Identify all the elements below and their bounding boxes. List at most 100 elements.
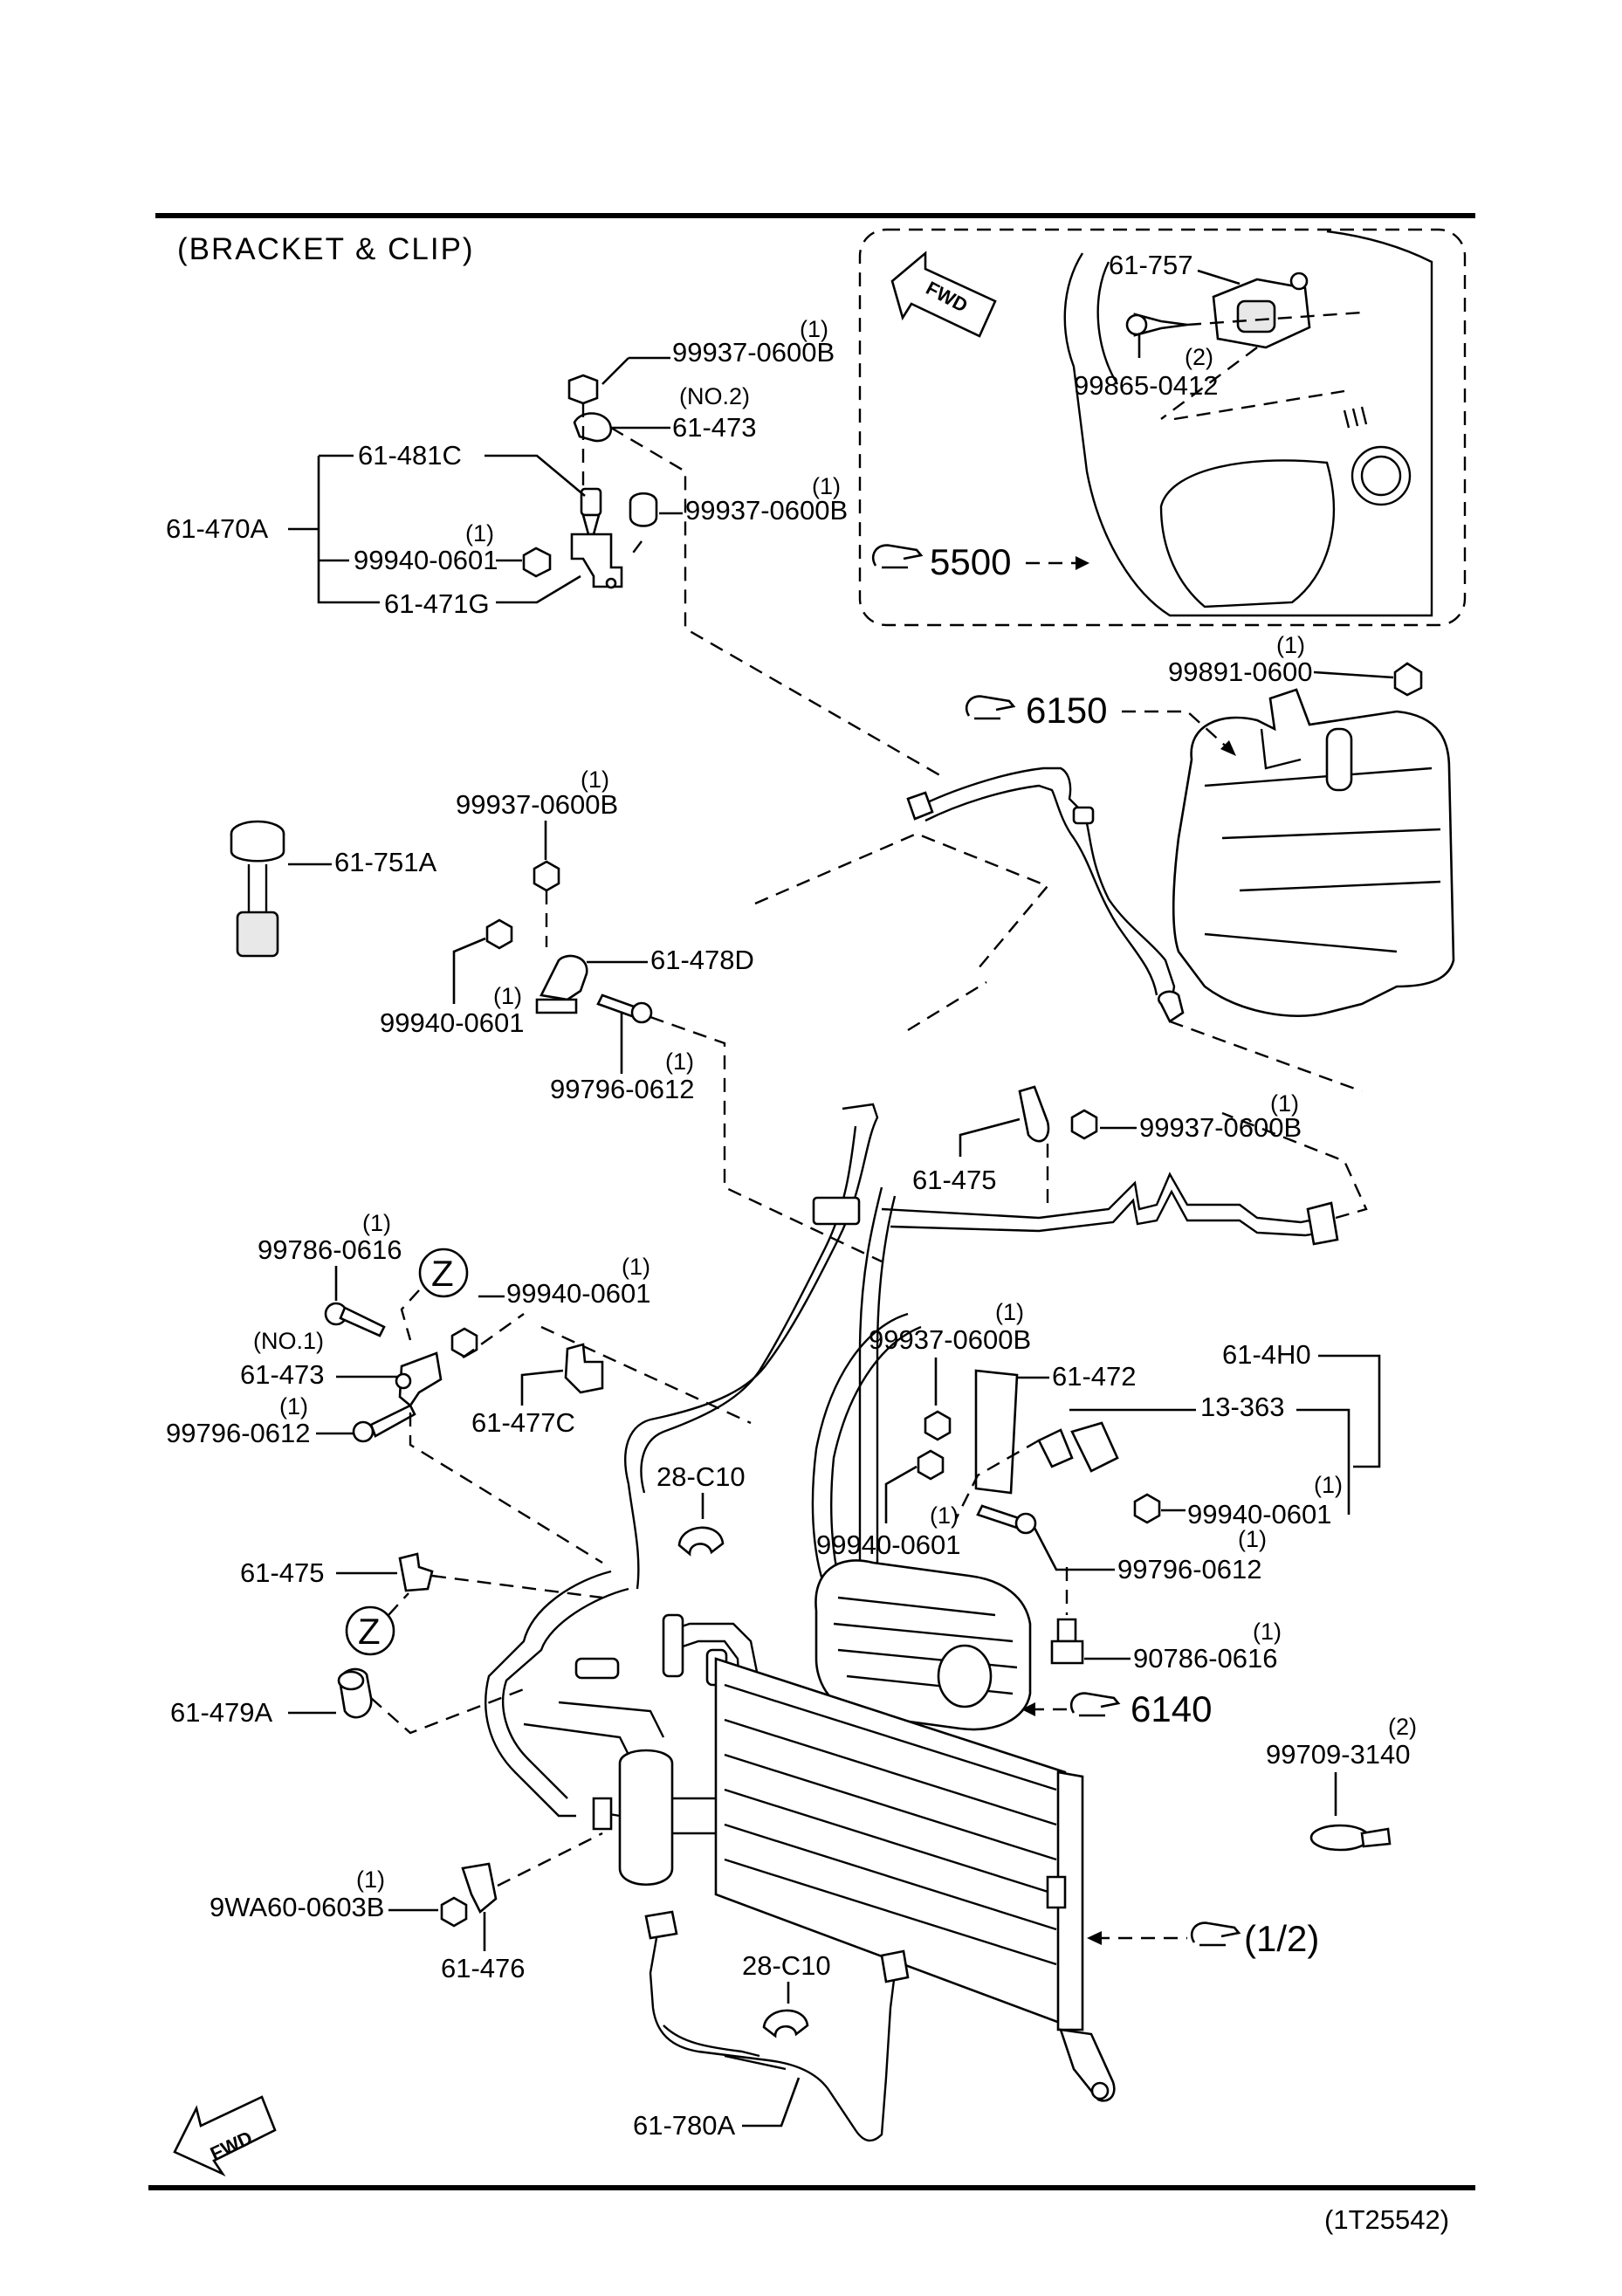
receiver-drier-icon — [618, 1749, 674, 1886]
arrowhead-icon — [1021, 1702, 1035, 1716]
label-61-757: 61-757 — [1109, 250, 1193, 280]
bracket-icon — [398, 1351, 443, 1407]
label-99940-0601-d: 99940-0601 — [1187, 1499, 1332, 1530]
label-99937-0600B-d: 99937-0600B — [869, 1324, 1031, 1355]
clamp-28-C10-upper: 28-C10 — [656, 1461, 746, 1557]
label-99937-0600B-b: 99937-0600B — [456, 789, 618, 820]
nut-icon — [917, 1449, 945, 1481]
qty-99865: (2) — [1185, 344, 1213, 370]
switch-13-363-icon — [1037, 1421, 1119, 1473]
ref-hand-icon — [871, 544, 924, 569]
fwd-arrow-icon: FWD — [890, 251, 997, 338]
qty-99937-c: (1) — [1270, 1090, 1299, 1117]
label-61-473-no1: 61-473 — [240, 1359, 325, 1390]
label-28-C10-lower: 28-C10 — [742, 1950, 831, 1981]
label-99865-0412: 99865-0412 — [1074, 370, 1219, 401]
qty-90786: (1) — [1253, 1619, 1282, 1645]
dash-panel-icon — [1063, 230, 1433, 617]
zone-marker-circle — [418, 1248, 469, 1298]
label-61-476: 61-476 — [441, 1953, 526, 1983]
qty-99937-top: (1) — [800, 316, 828, 342]
label-61-751A: 61-751A — [334, 847, 437, 877]
label-61-470A: 61-470A — [166, 513, 269, 544]
evaporator-case-icon — [1172, 688, 1455, 1018]
nut-icon — [924, 1410, 952, 1441]
label-99940-0601-c: 99940-0601 — [506, 1278, 651, 1309]
qty-99796-c: (1) — [279, 1393, 308, 1420]
label-99940-0601-top: 99940-0601 — [354, 545, 498, 575]
arrowhead-icon — [1220, 740, 1236, 756]
ref-hand-icon — [1069, 1692, 1121, 1717]
ac-assembly: 6140 (1/2) — [485, 1103, 1319, 2102]
fitting-icon — [906, 791, 934, 821]
nut-icon — [1393, 662, 1423, 697]
label-99796-0612-c: 99796-0612 — [166, 1418, 311, 1448]
cluster-61-475-low: 61-475 Z — [240, 1552, 603, 1656]
connector-icon — [644, 1910, 678, 1940]
fwd-arrow-icon-bottom: FWD — [173, 2095, 277, 2177]
clip-icon — [461, 1862, 498, 1914]
switch-61-757-icon — [1212, 272, 1311, 349]
nut-icon — [567, 374, 599, 405]
clip-icon — [573, 412, 612, 443]
qty-99796-d: (1) — [1238, 1526, 1267, 1552]
ref-6150: 6150 — [1026, 690, 1107, 731]
cluster-61-475-top: (1) 99937-0600B 61-475 — [881, 1085, 1368, 1246]
cluster-61-479A: 61-479A — [170, 1667, 525, 1735]
label-99937-0600B-c: 99937-0600B — [1139, 1112, 1302, 1143]
cluster-61-473-no1: (1) 99786-0616 Z (1) 99940-0601 (NO.1) 6… — [166, 1210, 752, 1564]
zone-marker-z-top: Z — [431, 1253, 454, 1294]
qty-9wa60: (1) — [356, 1866, 385, 1893]
screw-icon — [1125, 313, 1188, 337]
evaporator-unit: (1) 99891-0600 6150 — [906, 632, 1455, 1023]
bolt-icon — [352, 1404, 416, 1443]
qty-99940-c: (1) — [622, 1254, 650, 1280]
nut-icon — [629, 492, 658, 527]
zone-marker-circle — [345, 1605, 395, 1656]
label-99796-0612-d: 99796-0612 — [1117, 1554, 1262, 1585]
qty-99937-mid: (1) — [812, 473, 841, 499]
cluster-61-4H0: (1) 99937-0600B 61-472 61-4H0 13-363 (1)… — [816, 1299, 1381, 1674]
qty-99937-b: (1) — [581, 766, 609, 793]
qty-99786: (1) — [362, 1210, 391, 1236]
label-99937-0600B-top: 99937-0600B — [672, 337, 835, 368]
note-61-473-no2: (NO.2) — [679, 383, 750, 409]
nut-icon — [450, 1327, 478, 1358]
label-99940-0601-b: 99940-0601 — [380, 1007, 525, 1038]
label-61-477C: 61-477C — [471, 1407, 575, 1438]
clip-icon — [540, 954, 588, 1001]
ref-condenser-1-2: (1/2) — [1244, 1918, 1319, 1959]
label-61-472: 61-472 — [1052, 1361, 1137, 1392]
label-61-4H0: 61-4H0 — [1222, 1339, 1311, 1370]
label-99709-3140: 99709-3140 — [1266, 1739, 1411, 1770]
arrowhead-icon — [1087, 1931, 1102, 1945]
label-90786-0616: 90786-0616 — [1133, 1643, 1278, 1674]
cluster-61-478D: (1) 99937-0600B 61-478D (1) 99940-0601 (… — [380, 766, 883, 1263]
figure-code: (1T25542) — [1324, 2204, 1449, 2235]
arrowhead-icon — [1076, 556, 1089, 570]
bolt-icon — [976, 1504, 1037, 1535]
qty-99709: (2) — [1388, 1714, 1417, 1740]
hose-clamp-icon — [1309, 1824, 1371, 1852]
qty-99891: (1) — [1276, 632, 1305, 658]
clamp-icon — [762, 2009, 809, 2038]
label-61-475-low: 61-475 — [240, 1557, 325, 1588]
qty-99940-b: (1) — [493, 983, 522, 1009]
zone-marker-z-low: Z — [358, 1611, 381, 1652]
label-61-473-no2: 61-473 — [672, 412, 757, 443]
clip-icon — [564, 1343, 604, 1394]
clip-icon — [1018, 1085, 1050, 1143]
bolt-icon — [596, 993, 653, 1024]
ref-6140: 6140 — [1131, 1688, 1212, 1729]
diagram-title: (BRACKET & CLIP) — [177, 232, 475, 266]
clip-icon — [398, 1552, 434, 1592]
sensor-61-751A-icon — [230, 820, 285, 958]
nut-icon — [1133, 1493, 1161, 1524]
inset-panel: FWD 61-757 (2) 99865-0412 5500 — [858, 228, 1467, 627]
label-99937-0600B-mid: 99937-0600B — [685, 495, 848, 526]
nut-icon — [533, 860, 560, 892]
sensor-icon — [580, 487, 602, 536]
cluster-99709-3140: (2) 99709-3140 — [1266, 1714, 1417, 1852]
label-13-363: 13-363 — [1200, 1392, 1285, 1422]
qty-99937-d: (1) — [995, 1299, 1024, 1325]
